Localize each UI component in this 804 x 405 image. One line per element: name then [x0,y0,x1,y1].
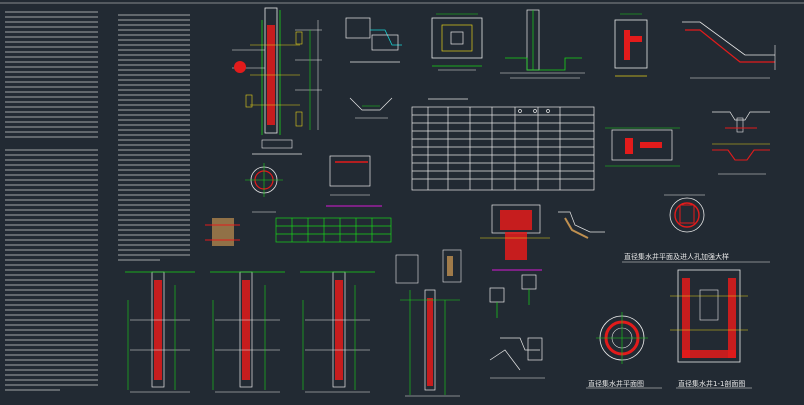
plan-caption: 直径集水井平面图 [588,379,644,388]
footing-section-detail[interactable] [500,9,585,79]
rebar-schedule-table[interactable] [411,98,595,191]
pipe-anchor-detail[interactable] [326,155,382,207]
sump-plan-view[interactable]: 直径集水井平面图 [586,312,662,389]
corner-joint-detail[interactable] [614,13,648,77]
section-caption: 直径集水井1-1剖面图 [678,379,745,388]
funnel-detail[interactable] [349,97,393,119]
wall-section-3[interactable] [300,271,375,393]
manhole-section-caption: 直径集水井平面及进人孔加强大样 [624,252,729,261]
beam-top-detail[interactable] [712,111,770,175]
pipe-sleeve-detail[interactable] [480,204,550,271]
step-detail[interactable] [558,211,605,239]
square-cover-plan-detail[interactable] [431,13,483,71]
green-grid-table[interactable] [275,217,392,243]
manhole-ring-detail[interactable]: 直径集水井平面及进人孔加强大样 [622,194,770,263]
wall-section-1[interactable] [125,271,195,393]
anchor-bolt-details[interactable] [489,274,545,379]
sump-section-view[interactable]: 直径集水井1-1剖面图 [670,269,752,389]
design-notes-column-2 [118,14,190,261]
wall-section-2[interactable] [210,271,285,393]
pipe-bend-detail[interactable] [345,17,402,63]
circular-manhole-detail-small[interactable] [245,163,283,213]
design-notes-column-1 [5,11,98,391]
wall-section-4[interactable] [395,249,462,397]
sloped-beam-detail[interactable] [682,21,776,79]
shaft-wall-section-detail[interactable] [232,7,322,155]
wall-opening-detail[interactable] [605,127,680,167]
section-marker-icon [234,61,246,73]
brick-wall-detail[interactable] [205,218,240,246]
